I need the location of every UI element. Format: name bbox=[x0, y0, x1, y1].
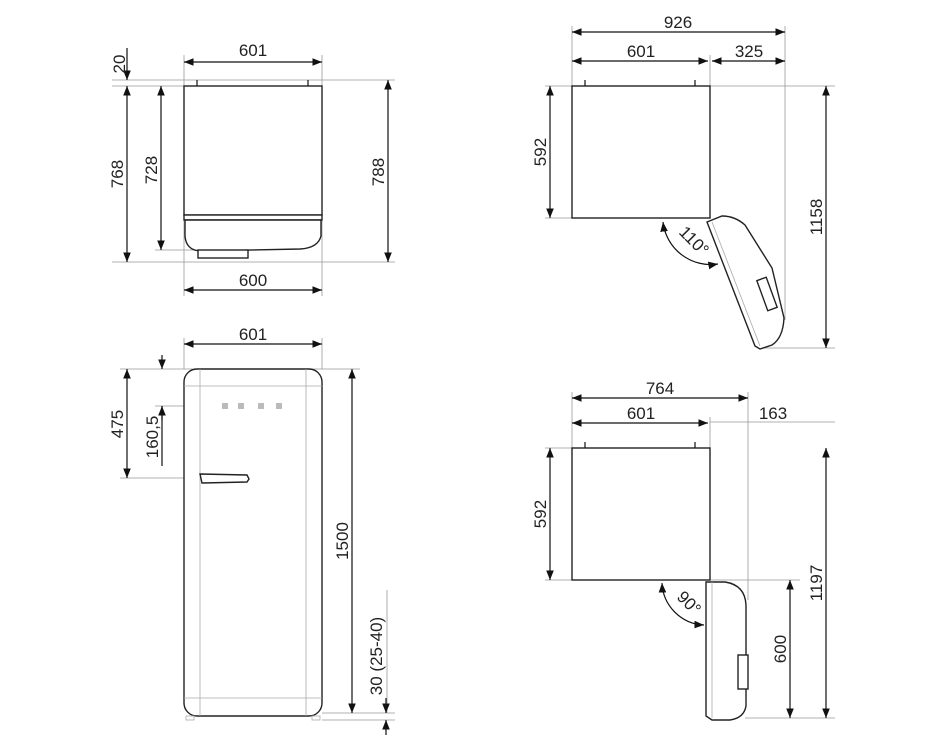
handle bbox=[197, 249, 249, 259]
dim-door-extension: 325 bbox=[735, 42, 763, 61]
top-view-closed: 601 20 768 728 788 600 bbox=[108, 41, 395, 296]
dim-body-depth: 592 bbox=[531, 138, 550, 166]
dim-handle-from-top: 475 bbox=[108, 410, 127, 438]
dim-body-width: 601 bbox=[627, 42, 655, 61]
top-view-door-110: 926 601 325 592 1158 110° bbox=[531, 13, 835, 350]
dim-gap-top: 20 bbox=[110, 55, 129, 74]
dim-total-depth: 1158 bbox=[807, 199, 826, 236]
angle-arc-90 bbox=[658, 582, 705, 629]
dim-depth-handle: 788 bbox=[369, 158, 388, 186]
dim-total-width: 926 bbox=[664, 13, 692, 32]
dim-logo-from-top: 160,5 bbox=[143, 416, 162, 459]
dim-feet-height: 30 (25-40) bbox=[367, 617, 386, 695]
front-view: 601 475 160,5 1500 30 (25-40) bbox=[108, 325, 395, 735]
dim-total-depth-90: 1197 bbox=[807, 565, 826, 602]
dim-door-extension-90: 163 bbox=[759, 404, 787, 423]
fridge-front bbox=[183, 368, 323, 717]
dim-height: 1500 bbox=[333, 522, 352, 560]
dim-body-width-90: 601 bbox=[627, 404, 655, 423]
open-door-90 bbox=[705, 581, 747, 721]
dim-width-top: 601 bbox=[239, 41, 267, 60]
dim-depth-body: 728 bbox=[142, 156, 161, 184]
dim-front-width: 601 bbox=[239, 325, 267, 344]
door-top-outline bbox=[184, 219, 322, 252]
open-door bbox=[706, 215, 785, 350]
dim-door-depth-90: 600 bbox=[771, 635, 790, 663]
top-view-door-90: 764 601 163 592 600 1197 90° bbox=[531, 379, 835, 721]
fridge-body-top bbox=[183, 85, 323, 216]
smeg-logo bbox=[222, 403, 282, 409]
dim-body-depth-90: 592 bbox=[531, 500, 550, 528]
dim-total-width-90: 764 bbox=[646, 379, 674, 398]
angle-arc bbox=[660, 221, 719, 270]
dim-depth-total: 768 bbox=[108, 160, 127, 188]
dim-width-bottom: 600 bbox=[239, 271, 267, 290]
front-handle bbox=[199, 473, 250, 484]
